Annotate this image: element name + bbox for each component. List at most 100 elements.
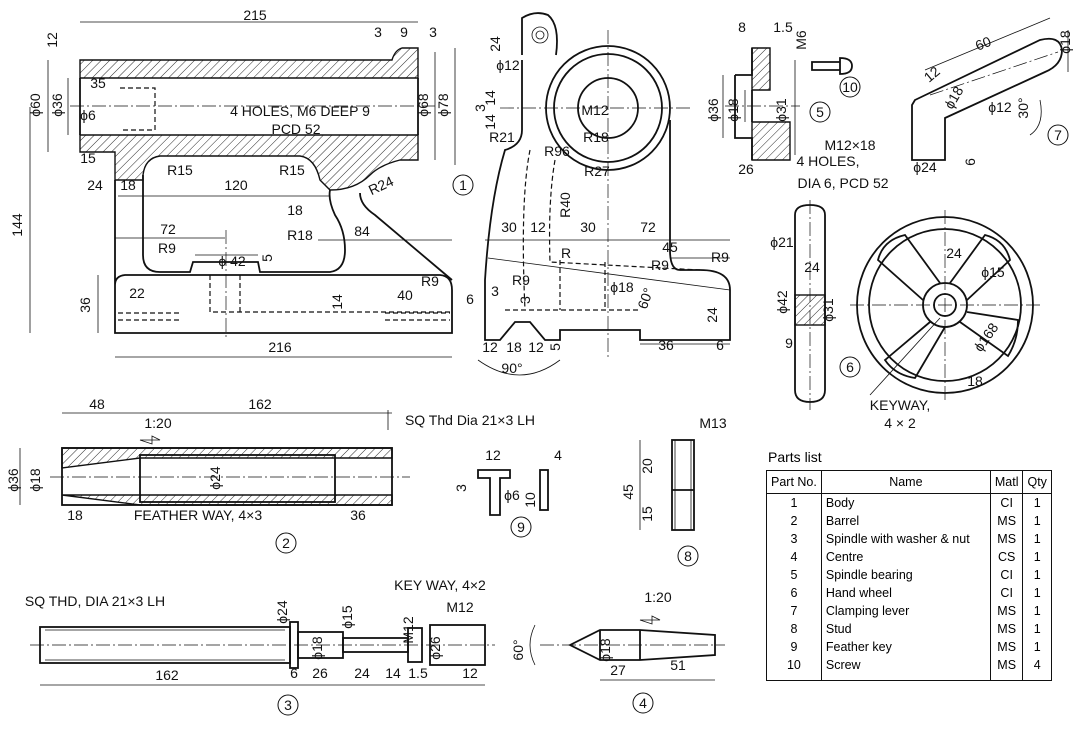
dimension-label: 4 × 2 (884, 415, 916, 431)
part-no-cell: 2 (766, 512, 822, 530)
dimension-label: 5 (259, 254, 275, 262)
part-number-balloon (277, 694, 299, 716)
dimension-label: 14 (482, 90, 498, 106)
dimension-label: 72 (640, 219, 656, 235)
table-header-row: Part No. Name Matl Qty (766, 470, 1052, 494)
dimension-label: 36 (77, 297, 93, 313)
dimension-label: FEATHER WAY, 4×3 (134, 507, 262, 523)
part-no-cell: 10 (766, 656, 822, 681)
dimension-label: 27 (610, 662, 626, 678)
dimension-label: R15 (279, 162, 305, 178)
dimension-label: R9 (512, 272, 530, 288)
body-side-view (477, 12, 731, 376)
dimension-label: 45 (662, 239, 678, 255)
dimension-label: 24 (804, 259, 820, 275)
dimension-label: 30 (501, 219, 517, 235)
dimension-label: 4 HOLES, (796, 153, 859, 169)
dimension-label: ϕ18 (941, 83, 967, 111)
part-number-label: 10 (842, 79, 858, 95)
screw-view (811, 57, 853, 75)
dimension-label: 20 (639, 458, 655, 474)
name-cell: Centre (820, 548, 991, 566)
dimension-label: ϕ15 (339, 605, 355, 629)
dimension-label: ϕ12 (496, 57, 520, 73)
part-number-balloon (839, 76, 861, 98)
dimension-label: ϕ24 (274, 600, 290, 624)
dimension-label: ϕ15 (981, 264, 1005, 280)
part-number-balloon (677, 545, 699, 567)
dimension-label: M12×18 (825, 137, 876, 153)
qty-cell: 1 (1022, 493, 1052, 512)
dimension-label: R9 (158, 240, 176, 256)
part-number-balloon (275, 532, 297, 554)
dimension-label: 18 (967, 373, 983, 389)
dimension-label: 60 (973, 33, 994, 54)
qty-cell: 1 (1022, 512, 1052, 530)
dimension-label: 8 (738, 19, 746, 35)
dimension-label: 12 (530, 219, 546, 235)
part-number-label: 2 (282, 535, 290, 551)
dimension-label: M12 (581, 102, 608, 118)
dimension-label: 15 (80, 150, 96, 166)
dimension-label: 120 (224, 177, 248, 193)
dimension-label: SQ Thd Dia 21×3 LH (405, 412, 535, 428)
dimension-label: M13 (699, 415, 726, 431)
dimension-label: ϕ18 (1057, 30, 1073, 54)
dimension-label: 90° (501, 360, 522, 376)
name-cell: Barrel (820, 512, 991, 530)
part-number-balloon (1047, 124, 1069, 146)
part-no-cell: 1 (766, 493, 822, 512)
dimension-label: 6 (290, 665, 298, 681)
dimension-label: R24 (366, 173, 396, 198)
dimension-label: 4 (554, 447, 562, 463)
dimension-label: ϕ31 (773, 98, 789, 122)
body-front-view (29, 21, 456, 358)
dimension-label: 3 (374, 24, 382, 40)
matl-cell: MS (989, 530, 1024, 548)
dimension-label: ϕ24 (207, 466, 223, 490)
dimension-label: 26 (312, 665, 328, 681)
dimension-label: 40 (397, 287, 413, 303)
qty-cell: 1 (1022, 638, 1052, 656)
dimension-label: 162 (155, 667, 179, 683)
dimension-label: R40 (557, 192, 573, 218)
dimension-label: ϕ36 (5, 468, 21, 492)
qty-cell: 4 (1022, 656, 1052, 681)
dimension-label: R15 (167, 162, 193, 178)
dimension-label: 1:20 (144, 415, 171, 431)
dimension-label: 14 (329, 294, 345, 310)
part-number-balloon (452, 174, 474, 196)
dimension-label: R27 (584, 163, 610, 179)
clamping-lever-view (911, 17, 1069, 161)
name-cell: Feather key (820, 638, 991, 656)
dimension-label: 162 (248, 396, 272, 412)
dimension-label: ϕ12 (988, 99, 1012, 115)
dimension-label: 5 (547, 343, 563, 351)
dimension-label: 24 (704, 307, 720, 323)
header-matl: Matl (989, 470, 1024, 494)
dimension-label: ϕ18 (725, 98, 741, 122)
dimension-label: ϕ21 (770, 234, 794, 250)
dimension-label: 35 (90, 75, 106, 91)
name-cell: Screw (820, 656, 991, 681)
dimension-label: 1.5 (408, 665, 428, 681)
dimension-label: 3 (472, 104, 488, 112)
qty-cell: 1 (1022, 548, 1052, 566)
dimension-label: 3 (517, 296, 533, 304)
name-cell: Spindle with washer & nut (820, 530, 991, 548)
matl-cell: CI (989, 493, 1024, 512)
header-name: Name (820, 470, 991, 494)
dimension-label: 24 (946, 245, 962, 261)
dimension-label: R9 (711, 249, 729, 265)
dimension-label: KEY WAY, 4×2 (394, 577, 486, 593)
dimension-label: R9 (651, 257, 669, 273)
dimension-label: ϕ36 (49, 93, 65, 117)
feather-key-view (477, 469, 549, 516)
part-no-cell: 4 (766, 548, 822, 566)
